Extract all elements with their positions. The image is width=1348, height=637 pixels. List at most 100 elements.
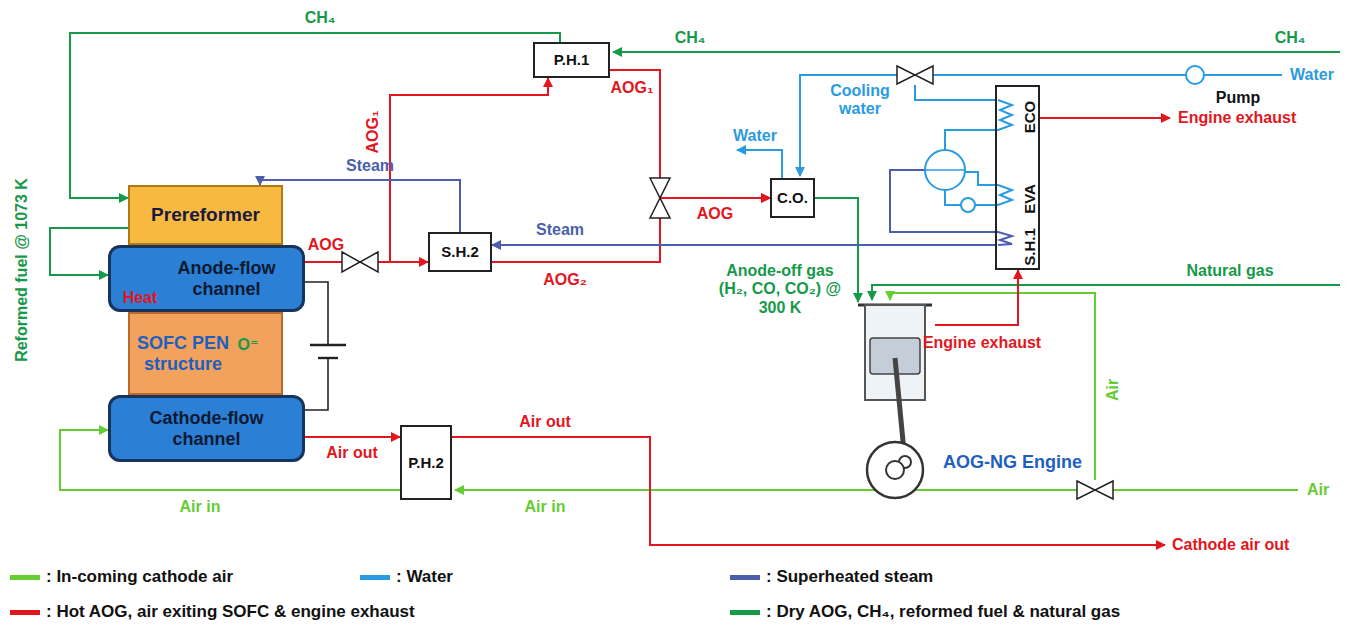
flow-connector — [935, 270, 1018, 325]
stream-label: Reformed fuel @ 1073 K — [13, 178, 31, 362]
stream-label: Air out — [326, 444, 378, 462]
node-text: S.H.1 — [1021, 228, 1038, 266]
drawing-stroke — [650, 178, 670, 218]
drawing-stroke — [305, 282, 328, 345]
legend-swatch — [730, 575, 760, 580]
flow-connector — [70, 33, 560, 198]
stream-label: Cooling water — [824, 82, 896, 119]
drawing-stroke — [933, 74, 1282, 76]
drawing-stroke — [1113, 489, 1298, 491]
stream-label: Engine exhaust — [1178, 109, 1296, 127]
drawing-stroke — [998, 100, 1012, 130]
drawing-stroke — [926, 169, 964, 171]
stream-label: Air in — [525, 498, 566, 516]
pump-symbol — [1186, 66, 1204, 84]
node-text: AOG-NG Engine — [943, 452, 1082, 473]
flow-connector — [305, 436, 400, 438]
stream-label: Steam — [536, 221, 584, 239]
flow-connector — [492, 244, 995, 246]
stream-label: Pump — [1216, 89, 1260, 107]
stream-label: Air out — [519, 413, 571, 431]
drawing-stroke — [915, 85, 997, 100]
drawing-stroke — [945, 130, 998, 150]
node-text: Cathode-flow channel — [115, 408, 298, 449]
node-text: P.H.2 — [408, 454, 444, 471]
legend-text: : Water — [396, 567, 453, 587]
drawing-stroke — [1077, 481, 1113, 499]
stream-label: CH₄ — [305, 9, 336, 27]
drawing-stroke — [865, 305, 925, 400]
drawing-stroke — [998, 185, 1012, 205]
drawing-stroke — [613, 51, 1340, 53]
node-text: EVA — [1021, 184, 1038, 214]
cooler-box: C.O. — [770, 178, 815, 218]
drawing-stroke — [452, 437, 1165, 545]
stream-label: O⁼ — [238, 336, 259, 354]
node-text: C.O. — [777, 189, 808, 206]
stream-label: Steam — [346, 157, 394, 175]
legend-swatch — [10, 575, 40, 580]
steam-drum — [925, 150, 975, 212]
drawing-stroke — [737, 150, 782, 178]
stream-label: AOG — [697, 205, 733, 223]
stream-lines — [140, 52, 1340, 545]
heater-box: P.H.2 — [400, 425, 452, 500]
flow-connector — [492, 198, 770, 262]
legend-text: : Superheated steam — [766, 567, 933, 587]
engine-node: AOG-NG Engine — [855, 302, 935, 510]
channel-box: Cathode-flow channel — [108, 395, 305, 462]
drawing-stroke — [305, 358, 328, 410]
stream-label: CH₄ — [1275, 29, 1306, 47]
node-text: S.H.2 — [441, 243, 479, 260]
flow-connector — [260, 180, 460, 232]
legend-swatch — [10, 610, 40, 615]
stream-label: AOG₂ — [543, 271, 587, 289]
legend-swatch — [360, 575, 390, 580]
drawing-stroke — [945, 190, 961, 205]
heater-box: P.H.1 — [533, 42, 610, 78]
drawing-stroke — [1040, 117, 1170, 119]
stream-label: Heat — [123, 289, 158, 307]
stream-label: AOG₁ — [364, 110, 382, 153]
node-text: P.H.1 — [554, 51, 590, 68]
drawing-stroke — [800, 75, 897, 176]
drawing-stroke — [342, 252, 378, 272]
drawing-stroke — [961, 198, 975, 212]
drawing-stroke — [886, 461, 904, 479]
pen-box: SOFC PEN structure — [128, 312, 283, 395]
legend-item: : Dry AOG, CH₄, reformed fuel & natural … — [730, 602, 1120, 622]
legend-text: : Dry AOG, CH₄, reformed fuel & natural … — [766, 602, 1120, 622]
flow-connector — [305, 78, 548, 262]
legend-text: : Hot AOG, air exiting SOFC & engine exh… — [46, 602, 415, 622]
drawing-stroke — [897, 66, 933, 84]
stream-label: Water — [733, 127, 777, 145]
stream-label: CH₄ — [675, 29, 706, 47]
drawing-stroke — [310, 344, 346, 346]
drawing-stroke — [1186, 66, 1204, 84]
valve-symbol — [342, 66, 1113, 499]
stream-label: Water — [1290, 66, 1334, 84]
stream-label: Anode-off gas (H₂, CO, CO₂) @ 300 K — [713, 262, 848, 317]
legend-item: : In-coming cathode air — [10, 567, 233, 587]
node-text: Anode-flow channel — [155, 258, 298, 299]
drawing-stroke — [867, 442, 923, 498]
stream-label: Cathode air out — [1172, 536, 1289, 554]
legend-swatch — [730, 610, 760, 615]
stream-label: AOG₁ — [610, 79, 653, 97]
engine-illustration — [858, 305, 932, 498]
hrsg-box: ECO EVA S.H.1 — [995, 85, 1040, 270]
node-text: Prereformer — [151, 204, 260, 226]
node-text: SOFC PEN structure — [135, 333, 231, 374]
legend-item: : Superheated steam — [730, 567, 933, 587]
drawing-stroke — [965, 172, 998, 185]
legend-item: : Water — [360, 567, 453, 587]
reformer-box: Prereformer — [128, 185, 283, 245]
stream-label: Air — [1307, 481, 1329, 499]
stream-label: AOG — [308, 236, 344, 254]
legend-item: : Hot AOG, air exiting SOFC & engine exh… — [10, 602, 415, 622]
legend-text: : In-coming cathode air — [46, 567, 233, 587]
heater-box: S.H.2 — [428, 232, 492, 272]
node-text: ECO — [1021, 101, 1038, 134]
drawing-stroke — [998, 232, 1012, 245]
stream-label: Air in — [180, 498, 221, 516]
